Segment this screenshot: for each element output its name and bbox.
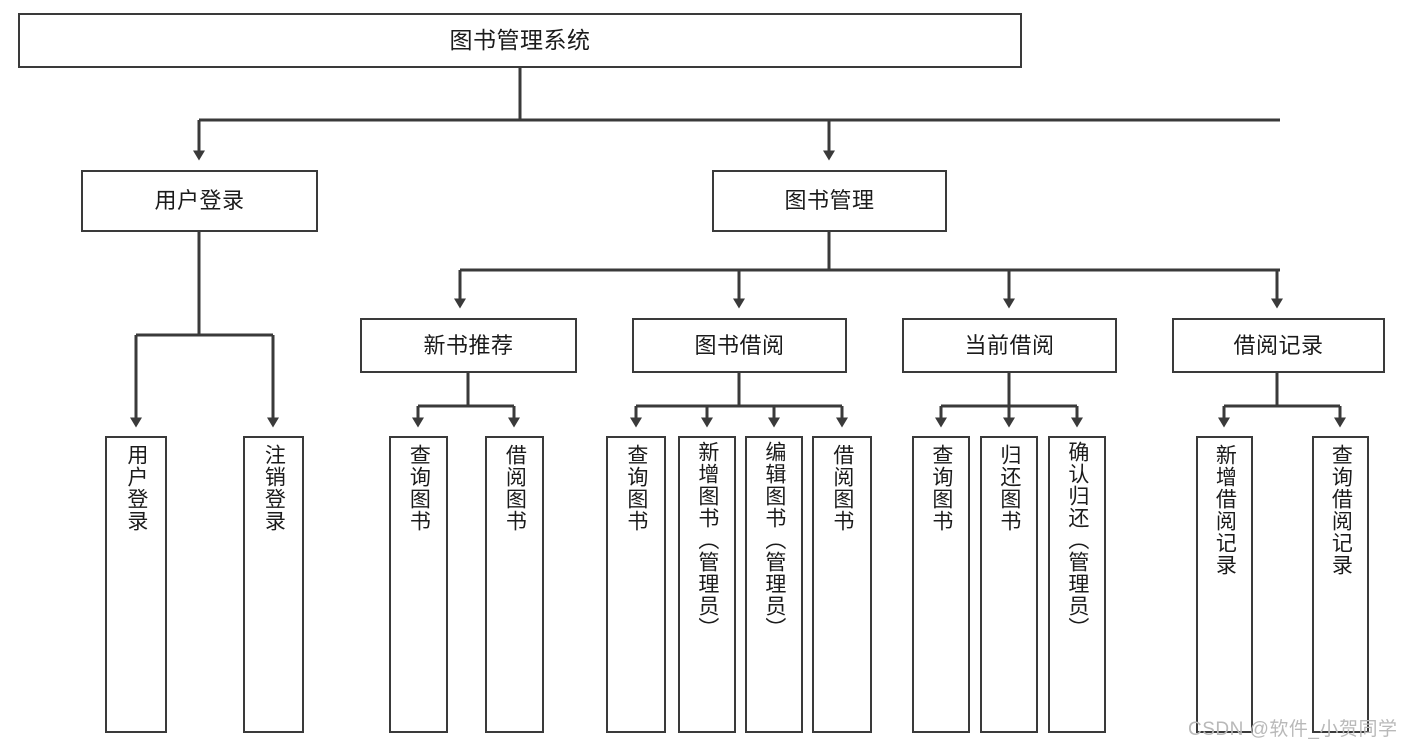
leaf-query-record-label: 查询借阅记录 bbox=[1329, 444, 1353, 576]
leaf-query-book-1-label: 查询图书 bbox=[407, 444, 431, 532]
node-root[interactable]: 图书管理系统 bbox=[18, 13, 1022, 68]
node-new-book-recommend-label: 新书推荐 bbox=[423, 332, 514, 358]
node-book-manage-label: 图书管理 bbox=[784, 188, 875, 214]
leaf-add-book-label: 新增图书（管理员） bbox=[695, 441, 719, 639]
leaf-query-book-3[interactable]: 查询图书 bbox=[912, 436, 970, 733]
node-book-borrow[interactable]: 图书借阅 bbox=[632, 318, 847, 373]
leaf-borrow-book-1[interactable]: 借阅图书 bbox=[485, 436, 544, 733]
leaf-query-book-3-label: 查询图书 bbox=[929, 444, 953, 532]
leaf-user-login[interactable]: 用户登录 bbox=[105, 436, 167, 733]
node-current-borrow[interactable]: 当前借阅 bbox=[902, 318, 1117, 373]
leaf-confirm-return[interactable]: 确认归还（管理员） bbox=[1048, 436, 1106, 733]
leaf-query-book-2[interactable]: 查询图书 bbox=[606, 436, 666, 733]
csdn-watermark: CSDN @软件_小贺同学 bbox=[1188, 719, 1398, 740]
leaf-edit-book[interactable]: 编辑图书（管理员） bbox=[745, 436, 803, 733]
node-current-borrow-label: 当前借阅 bbox=[964, 332, 1055, 358]
leaf-query-record[interactable]: 查询借阅记录 bbox=[1312, 436, 1369, 733]
leaf-return-book-label: 归还图书 bbox=[997, 444, 1021, 532]
leaf-add-book[interactable]: 新增图书（管理员） bbox=[678, 436, 736, 733]
leaf-query-book-2-label: 查询图书 bbox=[624, 444, 648, 532]
node-root-label: 图书管理系统 bbox=[449, 26, 591, 53]
leaf-borrow-book-2[interactable]: 借阅图书 bbox=[812, 436, 872, 733]
leaf-borrow-book-1-label: 借阅图书 bbox=[503, 444, 527, 532]
leaf-confirm-return-label: 确认归还（管理员） bbox=[1065, 441, 1089, 639]
leaf-borrow-book-2-label: 借阅图书 bbox=[830, 444, 854, 532]
node-user-login-label: 用户登录 bbox=[154, 188, 245, 214]
leaf-logout[interactable]: 注销登录 bbox=[243, 436, 304, 733]
leaf-add-record[interactable]: 新增借阅记录 bbox=[1196, 436, 1253, 733]
node-book-borrow-label: 图书借阅 bbox=[694, 332, 785, 358]
leaf-add-record-label: 新增借阅记录 bbox=[1213, 444, 1237, 576]
node-book-manage[interactable]: 图书管理 bbox=[712, 170, 947, 232]
leaf-query-book-1[interactable]: 查询图书 bbox=[389, 436, 448, 733]
node-borrow-record-label: 借阅记录 bbox=[1233, 332, 1324, 358]
leaf-edit-book-label: 编辑图书（管理员） bbox=[762, 441, 786, 639]
node-borrow-record[interactable]: 借阅记录 bbox=[1172, 318, 1385, 373]
leaf-logout-label: 注销登录 bbox=[262, 444, 286, 532]
node-new-book-recommend[interactable]: 新书推荐 bbox=[360, 318, 577, 373]
leaf-user-login-label: 用户登录 bbox=[124, 444, 148, 532]
node-user-login[interactable]: 用户登录 bbox=[81, 170, 318, 232]
leaf-return-book[interactable]: 归还图书 bbox=[980, 436, 1038, 733]
